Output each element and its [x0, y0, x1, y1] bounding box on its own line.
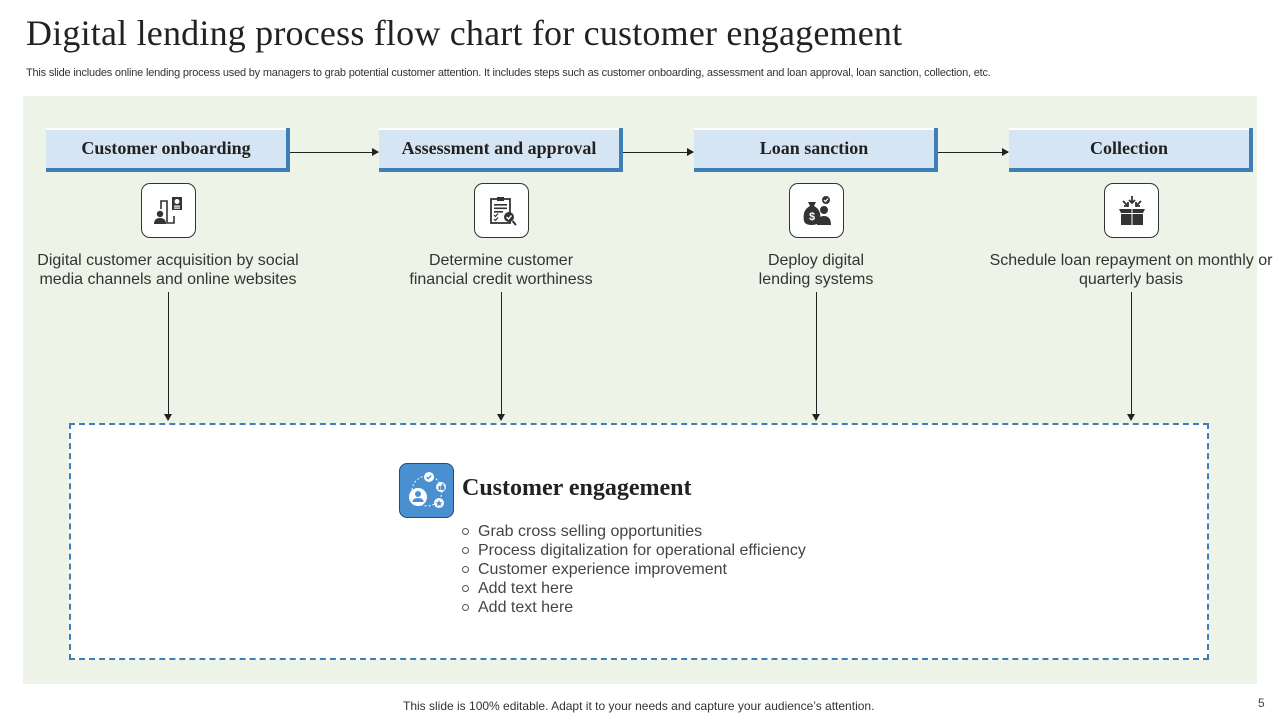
list-item: Customer experience improvement — [460, 560, 806, 579]
flow-arrow-down — [812, 292, 820, 421]
step-description: Determine customer financial credit wort… — [409, 252, 593, 288]
footer-note: This slide is 100% editable. Adapt it to… — [403, 699, 875, 713]
customer-network-icon — [399, 463, 454, 518]
step-description: Schedule loan repayment on monthly or qu… — [989, 252, 1273, 288]
step-description: Digital customer acquisition by social m… — [37, 252, 299, 288]
flow-arrow-down — [164, 292, 172, 421]
step-description: Deploy digital lending systems — [758, 252, 874, 288]
step-label: Loan sanction — [759, 137, 869, 158]
step-customer-onboarding: Customer onboarding — [46, 128, 290, 172]
customer-engagement-box — [69, 423, 1209, 660]
list-item: Add text here — [460, 598, 806, 617]
bullet-icon — [462, 585, 469, 592]
list-item-text: Customer experience improvement — [478, 561, 727, 578]
bullet-icon — [462, 528, 469, 535]
bullet-icon — [462, 547, 469, 554]
slide-title: Digital lending process flow chart for c… — [26, 13, 903, 53]
list-item: Grab cross selling opportunities — [460, 522, 806, 541]
bullet-icon — [462, 604, 469, 611]
flow-arrow-down — [1127, 292, 1135, 421]
step-collection: Collection — [1009, 128, 1253, 172]
step-label: Assessment and approval — [401, 137, 597, 158]
step-label: Customer onboarding — [81, 137, 251, 158]
list-item-text: Grab cross selling opportunities — [478, 523, 703, 540]
svg-text:$: $ — [808, 211, 814, 223]
bullet-icon — [462, 566, 469, 573]
slide-subtitle: This slide includes online lending proce… — [26, 67, 991, 79]
step-label: Collection — [1090, 137, 1168, 158]
step-assessment-approval: Assessment and approval — [379, 128, 623, 172]
money-bag-person-icon: $ — [789, 183, 844, 238]
user-onboarding-icon — [141, 183, 196, 238]
step-loan-sanction: Loan sanction — [694, 128, 938, 172]
flow-arrow — [290, 148, 379, 156]
list-item: Process digitalization for operational e… — [460, 541, 806, 560]
page-number: 5 — [1258, 696, 1265, 710]
list-item-text: Process digitalization for operational e… — [478, 542, 806, 559]
box-collect-icon — [1104, 183, 1159, 238]
engagement-title: Customer engagement — [462, 475, 692, 501]
flow-arrow — [938, 148, 1009, 156]
list-item: Add text here — [460, 579, 806, 598]
list-item-text: Add text here — [478, 599, 574, 616]
list-item-text: Add text here — [478, 580, 574, 597]
engagement-list: Grab cross selling opportunities Process… — [460, 522, 806, 617]
flow-arrow — [623, 148, 694, 156]
flow-arrow-down — [497, 292, 505, 421]
clipboard-check-icon — [474, 183, 529, 238]
